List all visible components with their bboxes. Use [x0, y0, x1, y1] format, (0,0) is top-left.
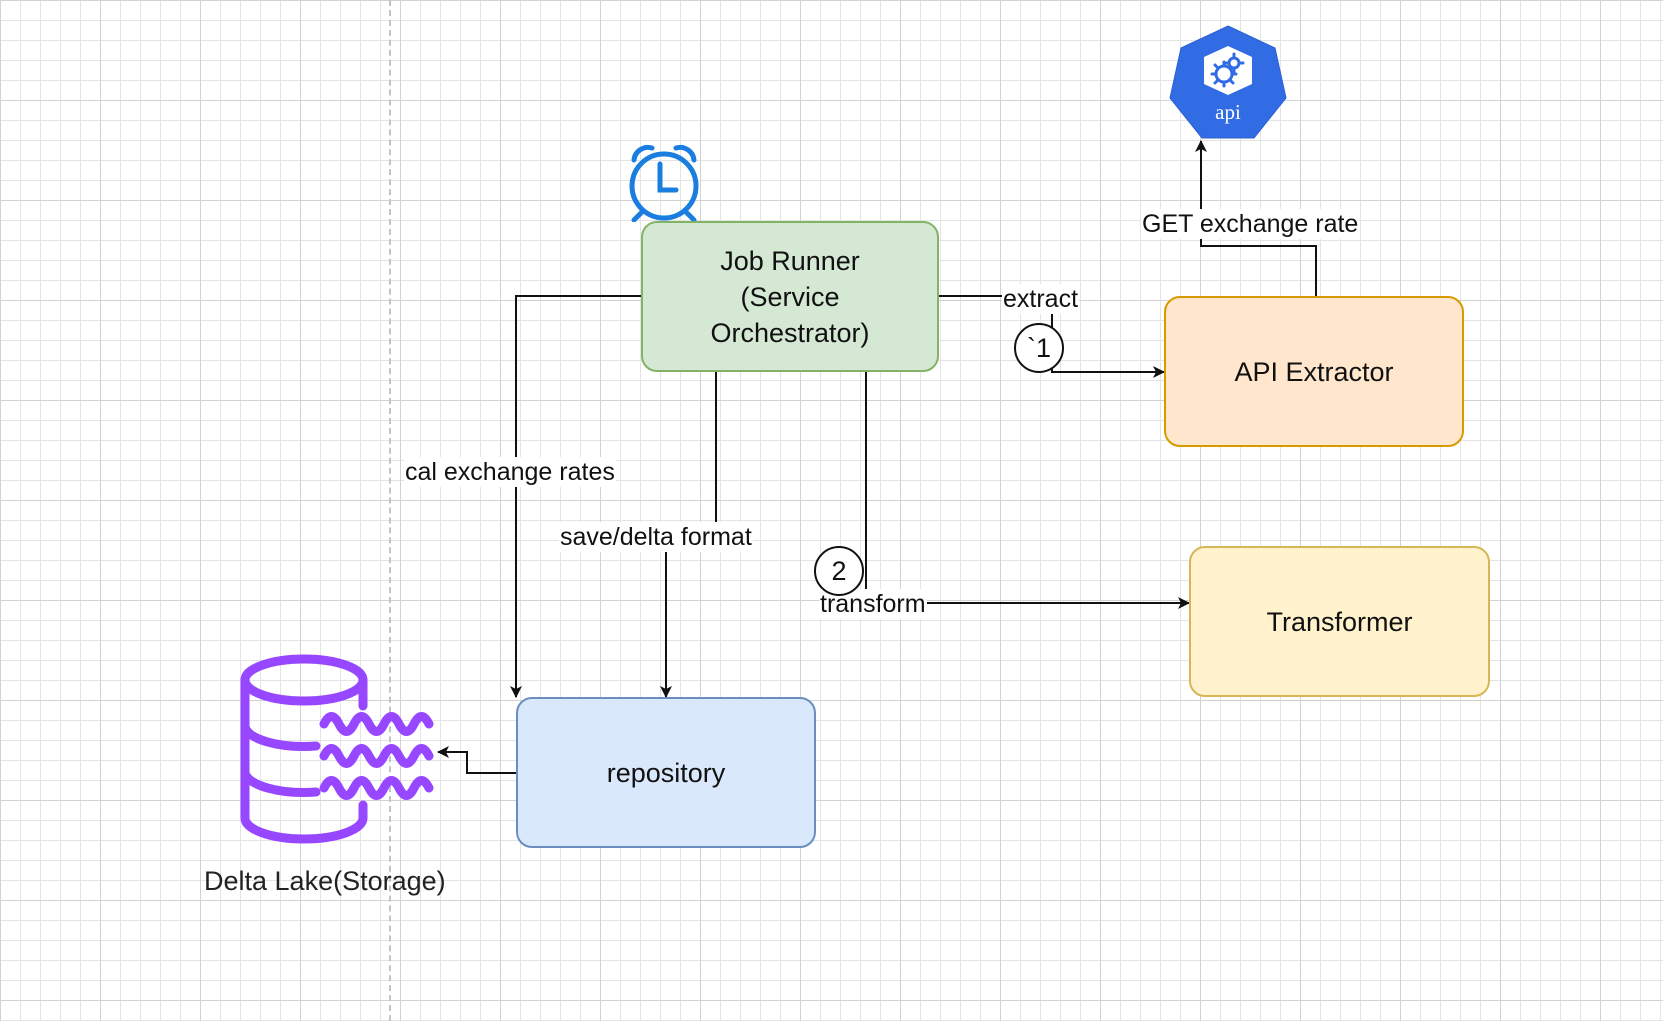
delta-lake-database-icon[interactable] — [238, 652, 438, 850]
job-runner-label-line1: Job Runner — [720, 245, 860, 276]
step-1-label: `1 — [1026, 332, 1051, 363]
edge-label-get-exchange-rate: GET exchange rate — [1141, 209, 1360, 239]
job-runner-node[interactable]: Job Runner (Service Orchestrator) — [641, 221, 939, 372]
repository-label: repository — [606, 757, 726, 788]
repository-node[interactable]: repository — [516, 697, 816, 848]
step-circle-1: `1 — [1014, 323, 1064, 373]
step-2-label: 2 — [831, 555, 847, 586]
edge-get-exchange-rate[interactable] — [1195, 140, 1317, 296]
kubernetes-api-gears-icon — [1169, 25, 1287, 139]
api-label: api — [1215, 100, 1241, 124]
transformer-label: Transformer — [1266, 606, 1413, 637]
api-extractor-label: API Extractor — [1234, 356, 1394, 387]
edge-label-extract: extract — [1002, 284, 1080, 314]
edge-label-cal-exchange-rates: cal exchange rates — [404, 457, 616, 487]
step-circle-2: 2 — [814, 546, 864, 596]
edge-cal-exchange-rates[interactable] — [510, 295, 641, 698]
alarm-clock-icon — [629, 144, 699, 222]
api-service-node[interactable]: api — [1168, 24, 1288, 140]
edge-transform[interactable] — [865, 372, 1190, 609]
job-runner-label: Job Runner (Service Orchestrator) — [710, 243, 869, 351]
api-extractor-node[interactable]: API Extractor — [1164, 296, 1464, 447]
transformer-node[interactable]: Transformer — [1189, 546, 1490, 697]
edge-label-save-delta-format: save/delta format — [559, 522, 753, 552]
page-break-line — [389, 0, 391, 1021]
job-runner-label-line3: Orchestrator) — [710, 317, 870, 348]
delta-lake-label: Delta Lake(Storage) — [204, 866, 446, 896]
edge-repository-to-storage[interactable] — [437, 746, 516, 774]
job-runner-label-line2: (Service — [740, 281, 840, 312]
